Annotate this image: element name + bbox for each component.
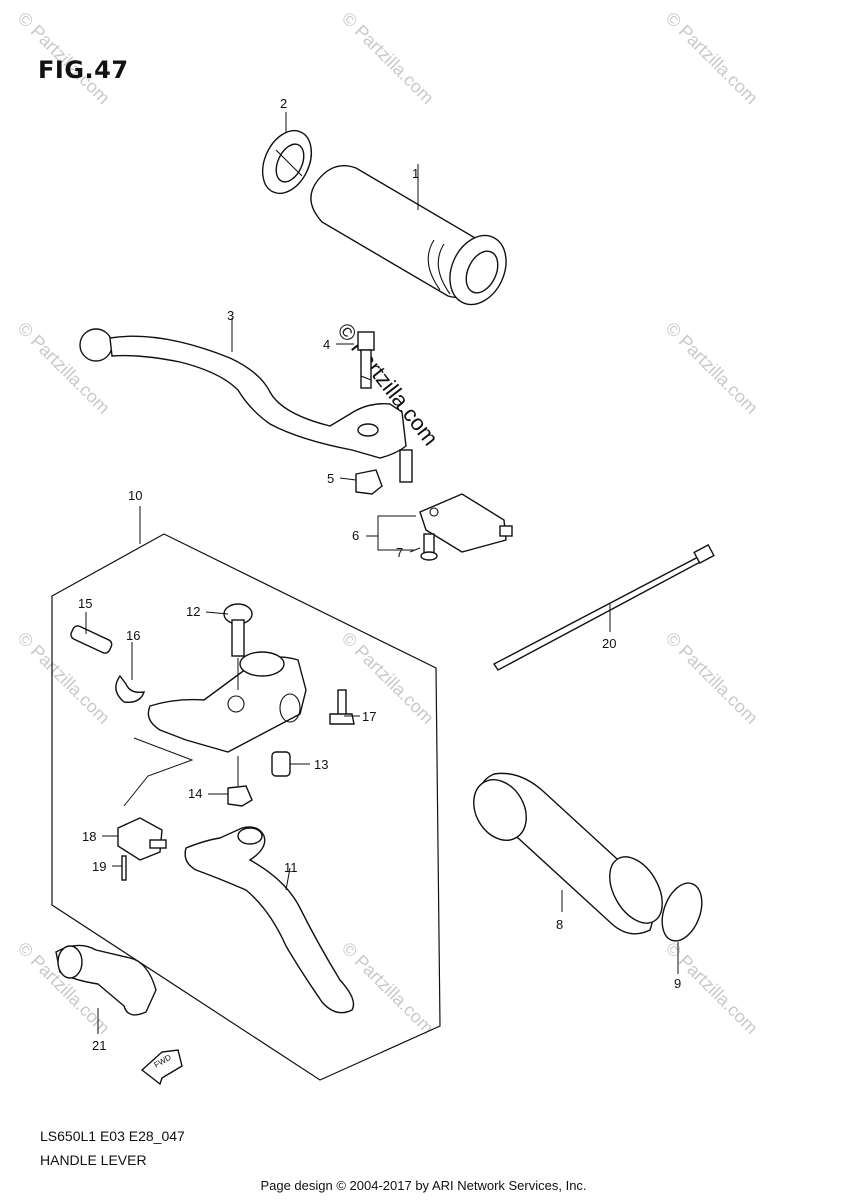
callout-9: 9 (674, 976, 681, 991)
part-18-switch (117, 817, 167, 861)
part-4-bolt (357, 331, 375, 389)
part-15-adjuster (70, 625, 113, 654)
fwd-arrow-icon: FWD (140, 1049, 183, 1086)
part-13-collar (271, 751, 291, 777)
callout-11: 11 (284, 860, 298, 875)
callout-8: 8 (556, 917, 563, 932)
part-7-screw (420, 533, 438, 561)
callout-1: 1 (412, 166, 419, 181)
part-3-lever (79, 328, 413, 483)
callout-16: 16 (126, 628, 140, 643)
callout-labels: 1 2 3 4 5 6 7 8 9 10 11 12 13 14 15 16 1… (78, 96, 681, 1053)
callout-7: 7 (396, 545, 403, 560)
part-9-cap (661, 882, 703, 942)
part-21-boot (55, 944, 157, 1016)
callout-6: 6 (352, 528, 359, 543)
assembly-boundary (51, 533, 441, 1081)
callout-20: 20 (602, 636, 616, 651)
figure-title: FIG.47 (38, 56, 129, 84)
callout-5: 5 (327, 471, 334, 486)
callout-14: 14 (188, 786, 202, 801)
part-14-nut (227, 785, 253, 807)
lever-bracket (147, 651, 307, 753)
callout-19: 19 (92, 859, 106, 874)
callout-4: 4 (323, 337, 330, 352)
part-2-ring (261, 129, 313, 195)
part-6-switch (419, 493, 513, 553)
callout-13: 13 (314, 757, 328, 772)
leader-lines (85, 112, 679, 1034)
callout-2: 2 (280, 96, 287, 111)
callout-3: 3 (227, 308, 234, 323)
callout-21: 21 (92, 1038, 106, 1053)
part-19-screw (121, 855, 127, 881)
callout-15: 15 (78, 596, 92, 611)
part-16-clip (115, 674, 146, 703)
part-8-grip (473, 772, 663, 935)
part-5-nut (355, 469, 383, 495)
part-11-lever (184, 826, 355, 1014)
part-1-grip (310, 165, 507, 306)
model-code: LS650L1 E03 E28_047 (40, 1128, 185, 1144)
page-credit: Page design © 2004-2017 by ARI Network S… (260, 1178, 587, 1193)
callout-10: 10 (128, 488, 142, 503)
callout-12: 12 (186, 604, 200, 619)
part-17-bolt (329, 689, 355, 725)
part-12-pivot-bolt (223, 603, 253, 657)
part-20-cable-tie (492, 543, 715, 671)
callout-18: 18 (82, 829, 96, 844)
section-name: HANDLE LEVER (40, 1152, 147, 1168)
callout-17: 17 (362, 709, 376, 724)
